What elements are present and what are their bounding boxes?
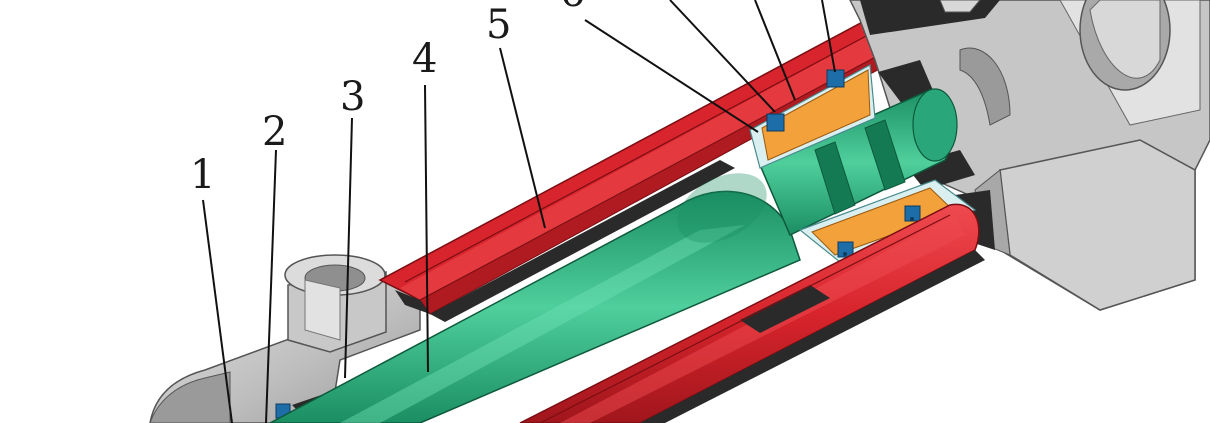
leader-line-top-b <box>754 0 796 101</box>
piston-rod <box>269 88 958 423</box>
callout-4: 4 <box>412 36 437 82</box>
leader-line-1 <box>202 199 233 423</box>
callout-5: 5 <box>486 2 511 48</box>
callout-2: 2 <box>262 109 287 155</box>
callout-3: 3 <box>340 74 365 120</box>
leader-line-6 <box>584 19 759 133</box>
leader-line-4 <box>424 84 429 373</box>
leader-lines <box>202 0 836 423</box>
leader-line-top-c <box>821 0 836 73</box>
leader-line-top-a <box>669 0 776 113</box>
cylinder-barrel-lower <box>519 203 985 423</box>
leader-line-3 <box>344 117 353 379</box>
callout-6: 6 <box>560 0 585 16</box>
leader-line-2 <box>265 149 277 423</box>
callout-labels: 1 2 3 4 5 6 <box>190 0 585 198</box>
piston-seal-stack <box>749 64 977 263</box>
callout-1: 1 <box>190 152 215 198</box>
leader-line-5 <box>499 47 546 229</box>
left-end-gland <box>149 254 421 423</box>
